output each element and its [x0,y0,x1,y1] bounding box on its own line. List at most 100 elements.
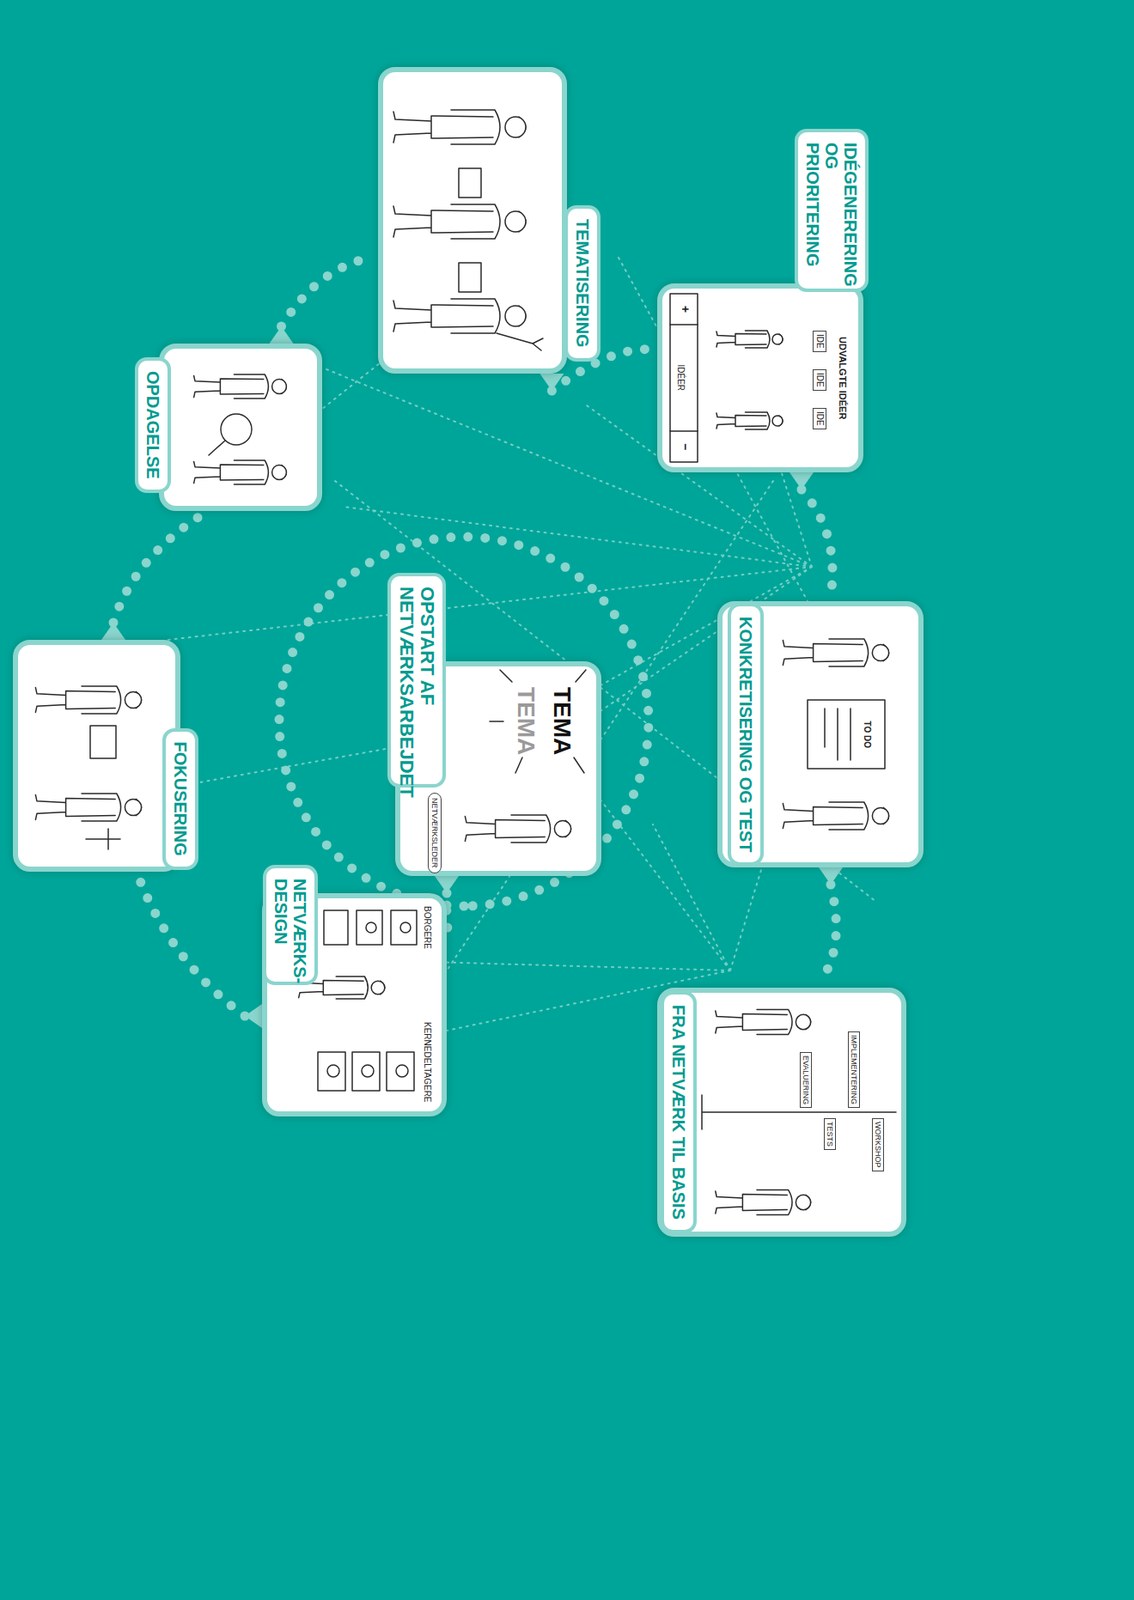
card-illustration [378,67,567,374]
person-head [772,415,783,427]
label-holder: BORGERE [420,906,437,950]
label-holder: WORKSHOP [871,1118,888,1172]
illustration-detail [824,708,851,761]
person-figure [194,374,287,399]
illustration-text: TO DO [862,721,873,749]
person-figure [782,802,889,830]
person-head [795,1014,811,1030]
person-figure [716,330,783,348]
label-holder: TEMA [512,687,540,756]
line-art [35,686,141,850]
line-art [670,293,783,463]
person-head [505,116,526,138]
illustration-detail [356,910,383,945]
card-illustration [158,343,323,512]
stage-card: OPSTART AF NETVÆRKSARBEJDETTEMATEMANETVÆ… [395,661,602,877]
label-holder: TO DO [860,721,877,749]
dotted-connector [819,884,837,983]
illustration-text: TEMA [548,687,576,756]
illustration-detail [323,910,348,945]
illustration-detail [352,1052,380,1092]
label-holder: IMPLEMENTERING [847,1031,864,1109]
illustration-detail [390,910,417,945]
illustration-detail [458,168,482,198]
stage-card: NETVÆRKS- DESIGNBORGEREKERNEDELTAGERE [262,893,447,1117]
person-figure [393,298,526,334]
illustration-text: − [678,443,693,451]
label-holder: NETVÆRKSLEDER [427,792,445,874]
illustration-detail [85,829,121,850]
person-head [371,981,385,995]
person-head [871,807,889,824]
illustration-detail [365,922,377,933]
illustration-detail [317,1052,346,1092]
step-label: FOKUSERING [162,728,199,871]
illustration-text: WORKSHOP [871,1118,885,1172]
person-figure [35,686,141,714]
label-holder: − [677,443,694,451]
person-figure [35,793,141,822]
illustration-detail [396,1065,409,1078]
illustration-text: + [678,305,693,313]
line-art [393,109,543,351]
label-holder: TEMA [548,687,576,756]
label-holder: IDE [813,369,830,391]
illustration-detail [386,1052,415,1092]
person-head [554,820,571,837]
label-holder: IDE [813,408,830,430]
label-holder: IDÉER [674,365,690,392]
label-holder: IDE [813,330,830,353]
illustration-detail [670,324,698,432]
step-label: KONKRETISERING OG TEST [727,603,764,866]
illustration-detail [458,262,482,293]
stage-card: TEMATISERING [378,67,567,374]
step-label: OPSTART AF NETVÆRKSARBEJDET [387,573,446,788]
label-holder: TESTS [823,1118,840,1151]
stage-card: IDÉGENERERING OG PRIORITERINGUDVALGTE ID… [657,283,864,473]
stage-card: KONKRETISERING OG TEST TO DO [717,601,924,868]
illustration-text: TESTS [823,1118,836,1151]
person-head [124,691,141,708]
dotted-connector [801,489,833,597]
illustration-detail [208,440,226,456]
illustration-text: EVALUERING [799,1052,812,1109]
illustration-detail [327,1065,340,1078]
line-art [464,670,586,843]
stage-card: FOKUSERING [12,640,181,872]
illustration-detail [90,725,116,759]
illustration-detail [670,293,698,463]
card-illustration [12,640,181,872]
stage-card: OPDAGELSE [158,343,323,512]
person-head [272,465,287,481]
illustration-text: IDÉER [676,365,687,392]
person-figure [715,1010,811,1036]
illustration-detail [496,333,543,351]
illustration-text: IMPLEMENTERING [847,1031,860,1109]
person-head [795,1194,811,1210]
line-art [782,639,889,830]
dotted-connector [113,516,201,623]
illustration-text: IDE [813,408,828,430]
illustration-text: IDE [813,330,828,353]
line-art [701,1010,897,1216]
label-holder: EVALUERING [799,1052,816,1109]
dotted-connector [446,893,452,939]
person-figure [464,815,571,843]
step-label: NETVÆRKS- DESIGN [262,865,318,986]
person-figure [716,412,783,430]
person-figure [393,204,526,239]
person-head [272,379,287,395]
person-head [772,334,783,345]
illustration-text: BORGERE [422,906,433,950]
inner-dotted-ring [279,536,649,907]
illustration-detail [400,922,411,933]
illustration-detail [361,1065,374,1078]
line-art [194,374,287,485]
step-label: FRA NETVÆRK TIL BASIS [660,991,697,1234]
person-figure [782,639,889,667]
person-head [505,305,526,327]
person-head [124,798,141,816]
stage-card: FRA NETVÆRK TIL BASIS WORKSHOP IMPLEMENTER… [657,987,907,1238]
person-figure [194,460,287,485]
